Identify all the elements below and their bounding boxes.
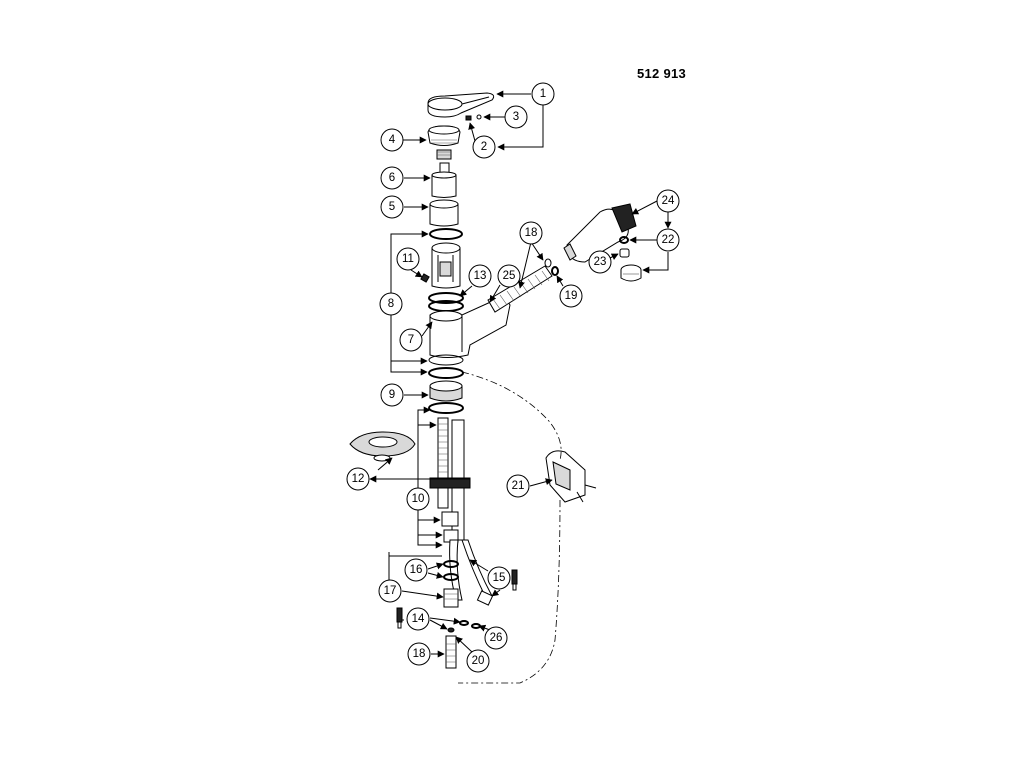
callout-label: 12 [352, 473, 365, 485]
callout-26: 26 [484, 626, 508, 650]
callout-2: 2 [472, 135, 496, 159]
part-washer-22 [619, 236, 629, 244]
part-connector-15 [476, 569, 518, 606]
callout-label: 25 [503, 270, 516, 282]
part-connector-16-17 [443, 560, 459, 608]
callout-18-bottom: 18 [407, 642, 431, 666]
part-o-ring-8-lower [428, 367, 464, 379]
part-handle-lever [427, 92, 495, 118]
callout-19: 19 [559, 284, 583, 308]
part-dome-cover [427, 125, 461, 160]
part-sleeve [429, 199, 459, 227]
callout-13: 13 [468, 264, 492, 288]
callout-label: 8 [388, 298, 394, 310]
callout-label: 4 [389, 134, 396, 146]
part-base-ring [428, 380, 464, 414]
callout-label: 18 [525, 227, 538, 239]
callout-label: 14 [412, 613, 425, 625]
callout-label: 1 [540, 88, 546, 100]
callout-16: 16 [404, 558, 428, 582]
part-washer-18-top [544, 258, 552, 268]
callout-label: 22 [662, 234, 675, 246]
callout-3: 3 [504, 105, 528, 129]
part-insert-23 [619, 248, 630, 258]
part-cartridge [431, 162, 457, 198]
callout-label: 26 [490, 632, 503, 644]
callout-5: 5 [380, 195, 404, 219]
callout-23: 23 [588, 250, 612, 274]
callout-label: 24 [662, 195, 675, 207]
callout-12: 12 [346, 467, 370, 491]
callout-21: 21 [506, 474, 530, 498]
callout-label: 13 [474, 270, 487, 282]
parts-drawing [349, 92, 642, 684]
part-o-ring-13 [428, 292, 464, 304]
callout-label: 5 [389, 201, 395, 213]
callout-label: 18 [413, 648, 426, 660]
part-base-plate [349, 431, 416, 462]
callout-label: 3 [513, 111, 519, 123]
callout-17: 17 [378, 579, 402, 603]
part-o-ring-19 [551, 266, 559, 276]
callout-7: 7 [399, 328, 423, 352]
part-spray-head [563, 203, 637, 263]
callout-24: 24 [656, 189, 680, 213]
callout-label: 17 [384, 585, 397, 597]
callout-14: 14 [406, 607, 430, 631]
callout-label: 2 [481, 141, 487, 153]
part-threaded-rod-and-hoses [429, 417, 493, 601]
callout-6: 6 [380, 166, 404, 190]
callout-label: 11 [402, 253, 414, 265]
callout-4: 4 [380, 128, 404, 152]
part-number: 512 913 [637, 66, 687, 81]
leader-lines [369, 90, 672, 658]
callout-label: 16 [410, 564, 423, 576]
hose-routing-path [458, 371, 562, 684]
part-set-screw [465, 115, 472, 121]
callout-20: 20 [466, 649, 490, 673]
part-housing [431, 242, 461, 289]
callout-25: 25 [497, 264, 521, 288]
part-nozzle-22 [620, 264, 642, 282]
callout-label: 21 [512, 480, 525, 492]
callout-label: 9 [389, 389, 395, 401]
callout-10: 10 [406, 487, 430, 511]
part-ring-8-mid [428, 354, 464, 366]
callout-9: 9 [380, 383, 404, 407]
part-pin [420, 273, 430, 283]
callout-label: 7 [408, 334, 414, 346]
part-faucet-body [429, 298, 511, 358]
callout-label: 20 [472, 655, 485, 667]
callout-15: 15 [487, 566, 511, 590]
part-holder-bracket [545, 450, 597, 503]
callout-8: 8 [379, 292, 403, 316]
callout-label: 6 [389, 172, 395, 184]
callout-1: 1 [531, 82, 555, 106]
callout-18-top: 18 [519, 221, 543, 245]
callout-label: 10 [412, 493, 425, 505]
part-spiral-hose [487, 265, 553, 313]
callout-label: 23 [594, 256, 607, 268]
callout-11: 11 [396, 247, 420, 271]
part-o-ring-upper [429, 228, 463, 240]
callout-label: 15 [493, 572, 506, 584]
callout-22: 22 [656, 228, 680, 252]
part-cover-cap [476, 114, 482, 120]
callout-label: 19 [565, 290, 578, 302]
